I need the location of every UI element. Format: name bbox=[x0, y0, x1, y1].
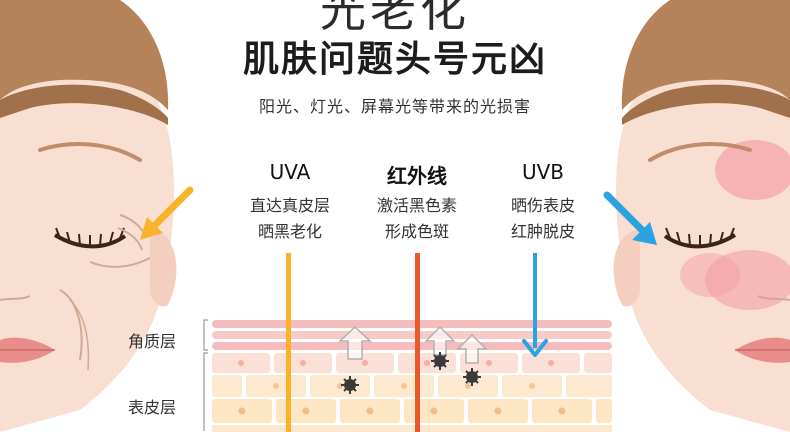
left-face-illustration bbox=[0, 0, 177, 432]
right-face-illustration bbox=[613, 0, 790, 432]
uva-description: 直达真皮层 晒黑老化 bbox=[225, 193, 355, 245]
infrared-desc-line2: 形成色斑 bbox=[384, 222, 449, 241]
uvb-desc-line1: 晒伤表皮 bbox=[510, 196, 575, 215]
infrared-description: 激活黑色素 形成色斑 bbox=[352, 193, 482, 245]
page-subtitle: 阳光、灯光、屏幕光等带来的光损害 bbox=[258, 97, 531, 116]
uva-desc-line1: 直达真皮层 bbox=[249, 196, 330, 215]
stratum-corneum-label: 角质层 bbox=[128, 332, 177, 351]
page-title: 肌肤问题头号元凶 bbox=[242, 39, 547, 80]
cut-off-title: 光老化 bbox=[320, 0, 470, 37]
uva-heading: UVA bbox=[269, 160, 311, 184]
infrared-desc-line1: 激活黑色素 bbox=[376, 196, 457, 215]
uva-desc-line2: 晒黑老化 bbox=[257, 222, 322, 241]
uvb-description: 晒伤表皮 红肿脱皮 bbox=[478, 193, 608, 245]
uvb-heading: UVB bbox=[521, 160, 565, 184]
uvb-desc-line2: 红肿脱皮 bbox=[510, 222, 575, 241]
uva-face-arrow bbox=[140, 186, 194, 240]
uvb-ray bbox=[522, 253, 548, 357]
infrared-heading: 红外线 bbox=[387, 164, 447, 188]
skin-layers-diagram bbox=[203, 319, 612, 432]
infrared-ray bbox=[415, 253, 420, 432]
uvb-face-arrow bbox=[603, 191, 657, 245]
epidermis-label: 表皮层 bbox=[128, 398, 177, 417]
uva-ray bbox=[286, 253, 291, 432]
